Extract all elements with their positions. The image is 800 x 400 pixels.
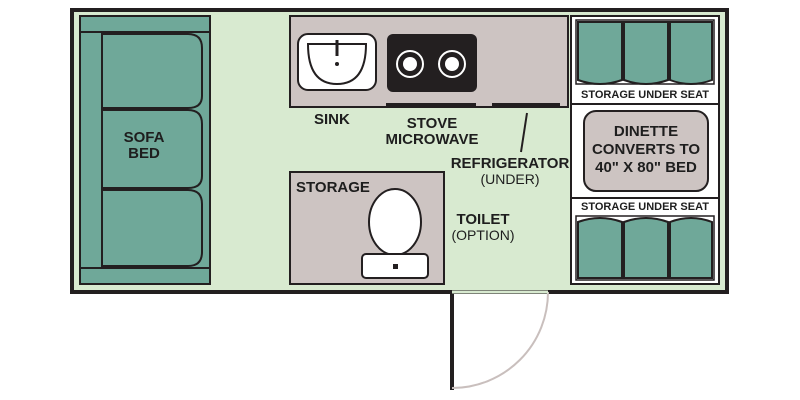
toilet-label-note: (OPTION) — [451, 226, 515, 243]
sofa-cushion-3 — [101, 189, 203, 267]
microwave-label: MICROWAVE — [385, 130, 479, 148]
refrigerator-pointer — [520, 112, 528, 153]
toilet-label: TOILET (OPTION) — [446, 212, 520, 242]
sofa-cushion-1 — [101, 33, 203, 109]
dinette-label-line2: CONVERTS TO — [591, 141, 701, 158]
sofa-arm-top — [79, 15, 211, 33]
microwave-bar — [386, 103, 476, 108]
refrigerator-label: REFRIGERATOR (UNDER) — [450, 156, 570, 186]
dinette-label: DINETTE CONVERTS TO 40" X 80" BED — [584, 123, 708, 177]
stove-label: STOVE — [406, 115, 458, 132]
dinette-label-line3: 40" X 80" BED — [595, 159, 697, 176]
dinette-label-line1: DINETTE — [613, 123, 679, 140]
toilet-label-title: TOILET — [456, 211, 510, 228]
sofa-bed — [79, 15, 211, 285]
refrigerator-label-note: (UNDER) — [480, 170, 540, 187]
sofa-bed-label-line1: SOFA — [123, 129, 165, 146]
entry-door — [450, 290, 549, 390]
storage-under-seat-bottom-label: STORAGE UNDER SEAT — [581, 201, 709, 213]
sofa-bed-label-line2: BED — [128, 144, 160, 162]
sofa-arm-bottom — [79, 267, 211, 285]
stove-microwave-label: STOVE MICROWAVE — [378, 116, 486, 148]
toilet-fixture — [361, 188, 429, 279]
sofa-bed-label: SOFA BED — [104, 130, 184, 162]
sofa-base — [79, 31, 103, 269]
storage-label: STORAGE — [296, 179, 370, 196]
sink-label: SINK — [314, 111, 350, 128]
dinette-seat-bottom — [571, 197, 719, 281]
storage-under-seat-top-label: STORAGE UNDER SEAT — [581, 89, 709, 101]
dinette-seat-top — [571, 19, 719, 105]
sink-fixture — [297, 33, 377, 91]
sofa-cushion-2 — [101, 109, 203, 189]
dinette-table — [583, 110, 709, 192]
refrigerator-label-title: REFRIGERATOR — [450, 155, 570, 172]
stove-fixture — [387, 34, 477, 92]
refrigerator-bar — [492, 103, 560, 108]
